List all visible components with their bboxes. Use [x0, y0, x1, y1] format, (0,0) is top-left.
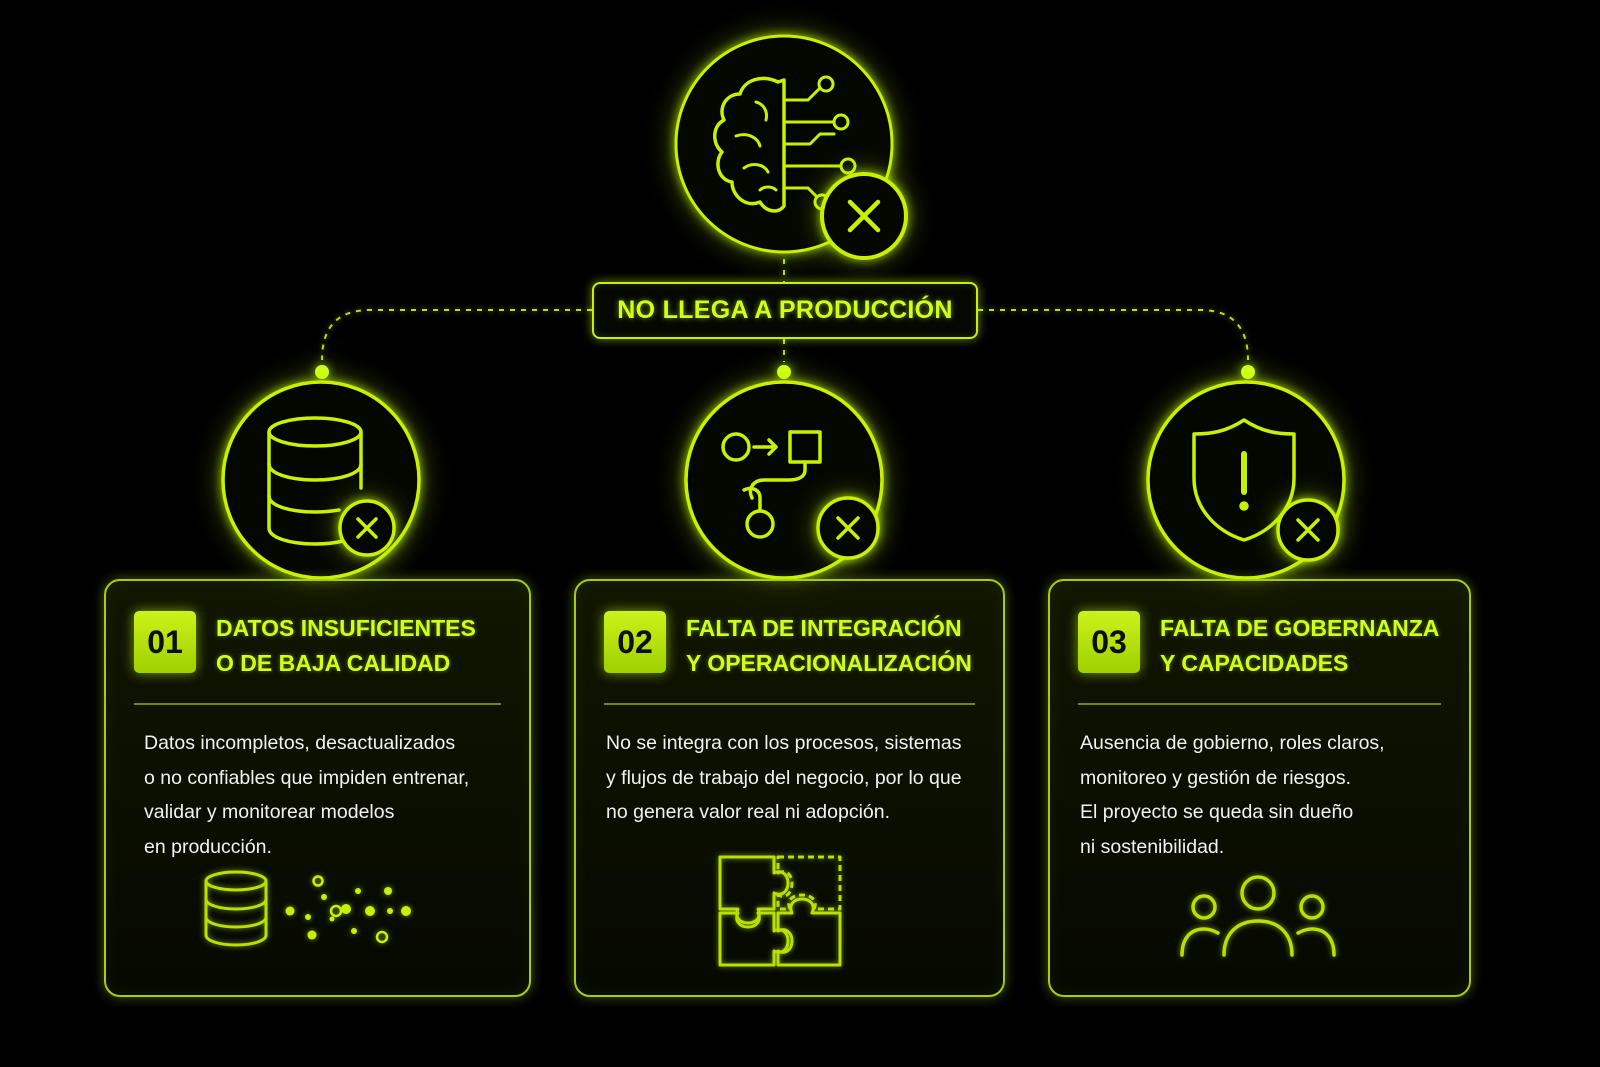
- card-description-line: en producción.: [144, 835, 272, 858]
- card-header: 02 FALTA DE INTEGRACIÓN Y OPERACIONALIZA…: [604, 611, 983, 681]
- card-description-line: o no confiables que impiden entrenar,: [144, 766, 470, 789]
- card-title-line: O DE BAJA CALIDAD: [216, 650, 451, 676]
- card-description-line: y flujos de trabajo del negocio, por lo …: [606, 766, 962, 789]
- card-number-badge: 02: [604, 611, 666, 673]
- workflow-x-icon: [676, 380, 896, 580]
- card-header: 03 FALTA DE GOBERNANZA Y CAPACIDADES: [1078, 611, 1449, 681]
- card-description-line: validar y monitorear modelos: [144, 801, 395, 823]
- connector-left: [321, 309, 592, 361]
- card-number-badge: 03: [1078, 611, 1140, 673]
- card-title-line: DATOS INSUFICIENTES: [216, 615, 476, 641]
- card-description-line: monitoreo y gestión de riesgos.: [1080, 766, 1351, 789]
- card-description-line: El proyecto se queda sin dueño: [1080, 801, 1354, 823]
- brain-circuit-x-icon: [660, 30, 940, 280]
- connector-dot-center: [777, 365, 791, 379]
- card-number-badge: 01: [134, 611, 196, 673]
- connector-dot-left: [315, 365, 329, 379]
- card-description-line: Datos incompletos, desactualizados: [144, 732, 456, 754]
- main-outcome-label: NO LLEGA A PRODUCCIÓN: [592, 282, 978, 339]
- card-title: DATOS INSUFICIENTES O DE BAJA CALIDAD: [216, 611, 476, 681]
- team-people-icon: [1178, 875, 1338, 961]
- database-x-icon: [215, 380, 435, 580]
- card-title: FALTA DE GOBERNANZA Y CAPACIDADES: [1160, 611, 1439, 681]
- card-description-line: Ausencia de gobierno, roles claros,: [1080, 732, 1385, 754]
- card-header: 01 DATOS INSUFICIENTES O DE BAJA CALIDAD: [134, 611, 509, 681]
- card-divider: [1078, 703, 1441, 705]
- card-datos: 01 DATOS INSUFICIENTES O DE BAJA CALIDAD…: [104, 579, 531, 997]
- database-scattered-data-icon: [202, 869, 432, 949]
- card-gobernanza: 03 FALTA DE GOBERNANZA Y CAPACIDADES Aus…: [1048, 579, 1471, 997]
- card-description: Ausencia de gobierno, roles claros, moni…: [1080, 726, 1445, 864]
- puzzle-pieces-icon: [716, 853, 856, 973]
- connector-dot-right: [1241, 365, 1255, 379]
- shield-alert-x-icon: [1140, 380, 1360, 580]
- card-title-line: FALTA DE INTEGRACIÓN: [686, 615, 962, 641]
- card-title-line: Y CAPACIDADES: [1160, 650, 1349, 676]
- card-divider: [134, 703, 501, 705]
- card-integracion: 02 FALTA DE INTEGRACIÓN Y OPERACIONALIZA…: [574, 579, 1005, 997]
- card-description-line: ni sostenibilidad.: [1080, 835, 1225, 858]
- card-description: No se integra con los procesos, sistemas…: [606, 726, 979, 830]
- card-title-line: FALTA DE GOBERNANZA: [1160, 615, 1440, 641]
- card-divider: [604, 703, 975, 705]
- card-description-line: No se integra con los procesos, sistemas: [606, 732, 962, 754]
- connector-right: [978, 309, 1249, 361]
- card-description: Datos incompletos, desactualizados o no …: [144, 726, 505, 864]
- card-title: FALTA DE INTEGRACIÓN Y OPERACIONALIZACIÓ…: [686, 611, 972, 681]
- card-description-line: no genera valor real ni adopción.: [606, 801, 891, 823]
- card-title-line: Y OPERACIONALIZACIÓN: [686, 650, 972, 676]
